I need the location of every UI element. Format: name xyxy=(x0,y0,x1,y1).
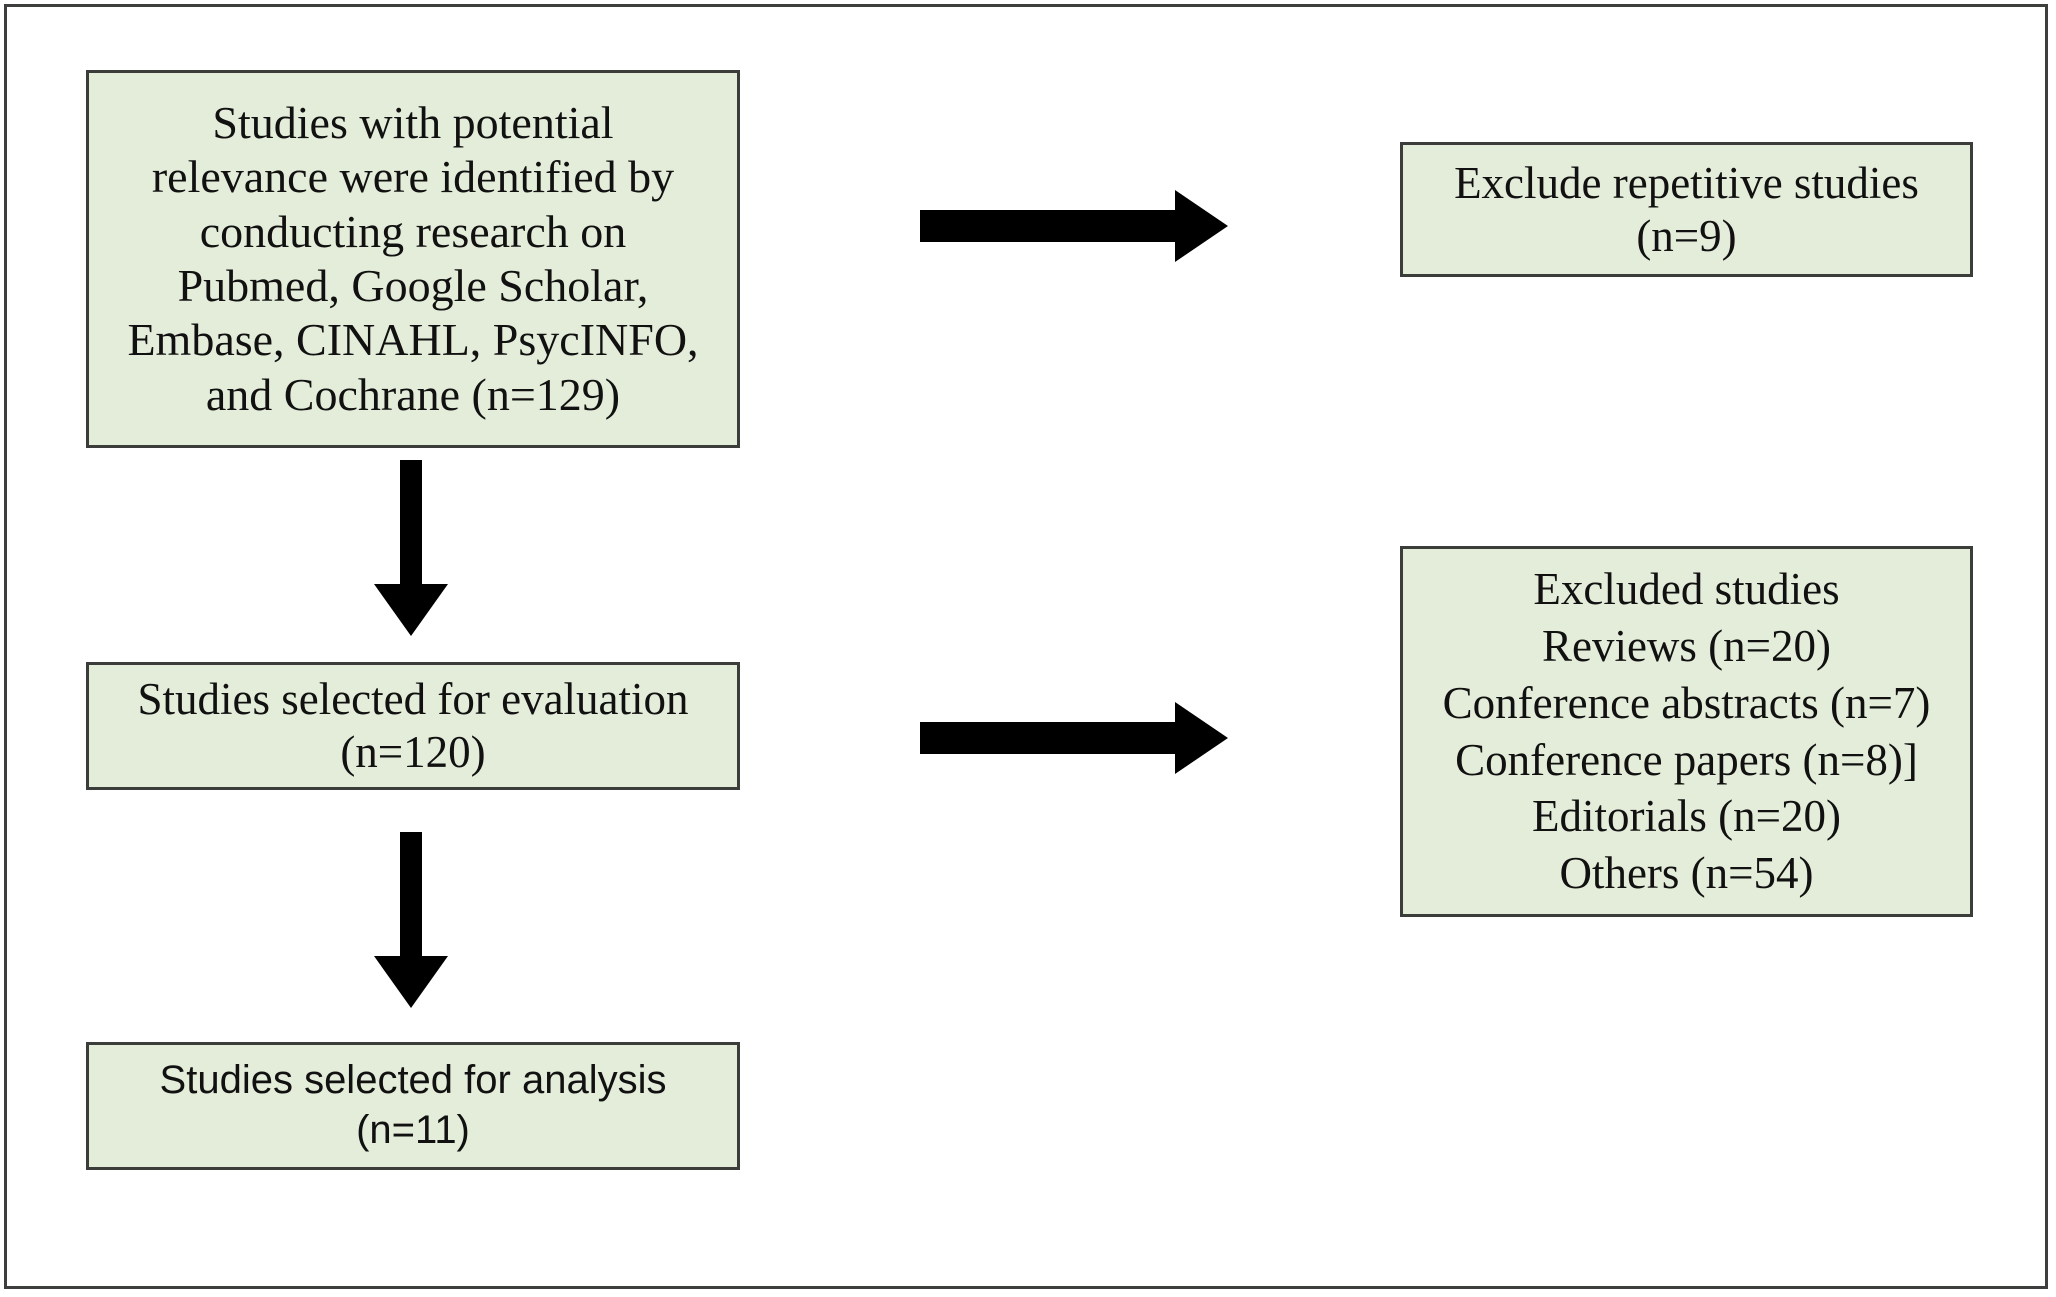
arrow-down-icon xyxy=(372,460,450,638)
arrow-right-icon xyxy=(920,700,1230,776)
node-line: relevance were identified by xyxy=(151,151,675,203)
node-line: Exclude repetitive studies xyxy=(1454,157,1919,208)
node-line: and Cochrane (n=129) xyxy=(205,368,621,420)
arrow-right-icon xyxy=(920,188,1230,264)
node-line: Editorials (n=20) xyxy=(1531,791,1842,842)
node-line: conducting research on xyxy=(199,205,627,257)
node-line: Others (n=54) xyxy=(1559,847,1814,898)
node-studies-identified: Studies with potential relevance were id… xyxy=(86,70,740,448)
node-line: Studies selected for evaluation xyxy=(137,674,689,725)
node-line: (n=120) xyxy=(340,727,486,777)
node-line: Conference abstracts (n=7) xyxy=(1442,677,1931,728)
arrow-down-icon xyxy=(372,832,450,1010)
node-line: (n=11) xyxy=(356,1108,470,1152)
node-studies-selected-for-analysis: Studies selected for analysis (n=11) xyxy=(86,1042,740,1170)
node-exclude-repetitive-studies: Exclude repetitive studies (n=9) xyxy=(1400,142,1973,277)
node-line: Conference papers (n=8)] xyxy=(1455,734,1918,785)
node-line: Studies selected for analysis xyxy=(159,1058,667,1103)
node-line: Excluded studies xyxy=(1533,564,1840,615)
node-line: (n=9) xyxy=(1636,210,1737,261)
node-line: Reviews (n=20) xyxy=(1541,621,1832,672)
node-excluded-studies-breakdown: Excluded studies Reviews (n=20) Conferen… xyxy=(1400,546,1973,917)
node-line: Pubmed, Google Scholar, xyxy=(177,260,649,311)
node-studies-selected-for-evaluation: Studies selected for evaluation (n=120) xyxy=(86,662,740,790)
node-line: Embase, CINAHL, PsycINFO, xyxy=(127,314,699,366)
node-line: Studies with potential xyxy=(212,97,614,149)
